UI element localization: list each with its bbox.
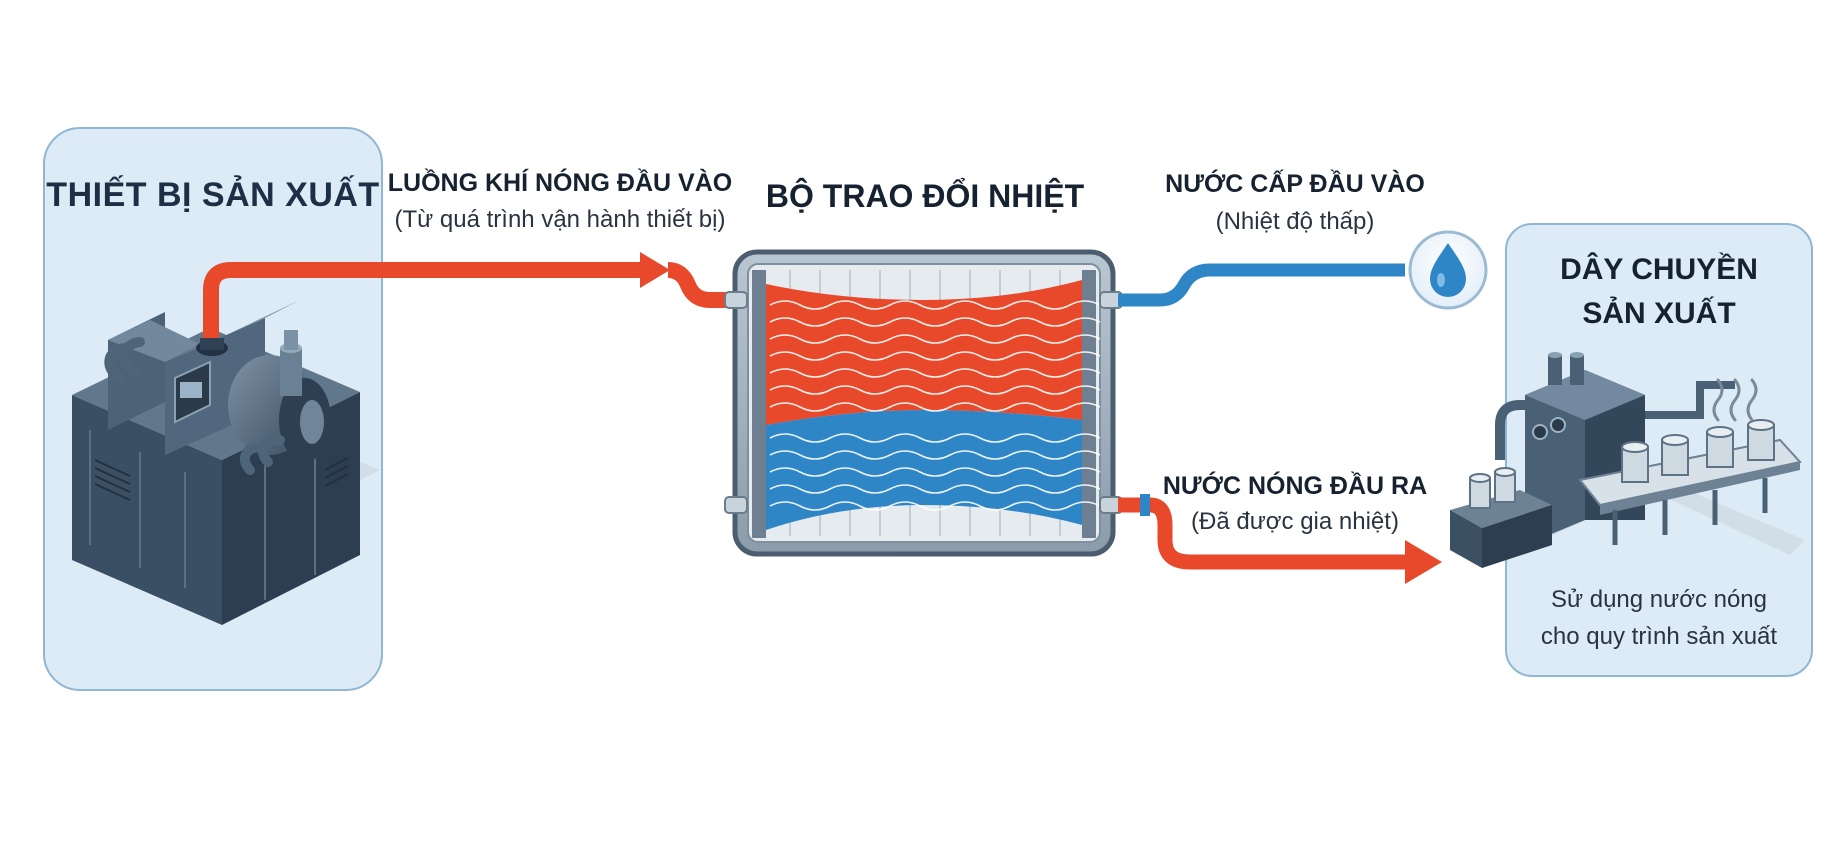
hot-water-outlet-title: NƯỚC NÓNG ĐẦU RA [1162,472,1428,500]
hot-water-pipe [1118,494,1442,584]
water-drop-icon [1408,230,1488,310]
hot-air-inlet-subtitle: (Từ quá trình vận hành thiết bị) [394,206,726,233]
production-line-panel [1505,223,1813,677]
hot-air-inlet-title: LUỒNG KHÍ NÓNG ĐẦU VÀO [387,169,733,197]
hot-water-outlet-subtitle: (Đã được gia nhiệt) [1191,508,1399,535]
production-equipment-title: THIẾT BỊ SẢN XUẤT [46,176,380,214]
cold-water-pipe [1118,263,1405,307]
cold-flow-zone [766,410,1082,530]
heat-exchanger-title: BỘ TRAO ĐỔI NHIỆT [765,178,1085,214]
hot-water-arrow [1405,540,1442,584]
hot-air-arrow [640,252,670,288]
production-line-title-line2: SẢN XUẤT [1582,297,1736,330]
production-machine-illustration [72,300,380,625]
steam-icon [1712,378,1758,422]
heat-exchanger [724,249,1123,557]
production-line-illustration [1450,352,1805,568]
production-line-title-line1: DÂY CHUYỀN [1560,253,1758,286]
hot-air-pipe [203,252,738,338]
hot-flow-zone [766,280,1082,425]
production-line-caption-line2: cho quy trình sản xuất [1540,623,1778,650]
cold-water-inlet-title: NƯỚC CẤP ĐẦU VÀO [1165,170,1425,198]
production-line-caption-line1: Sử dụng nước nóng [1550,586,1767,613]
cold-water-inlet-subtitle: (Nhiệt độ thấp) [1215,208,1375,235]
